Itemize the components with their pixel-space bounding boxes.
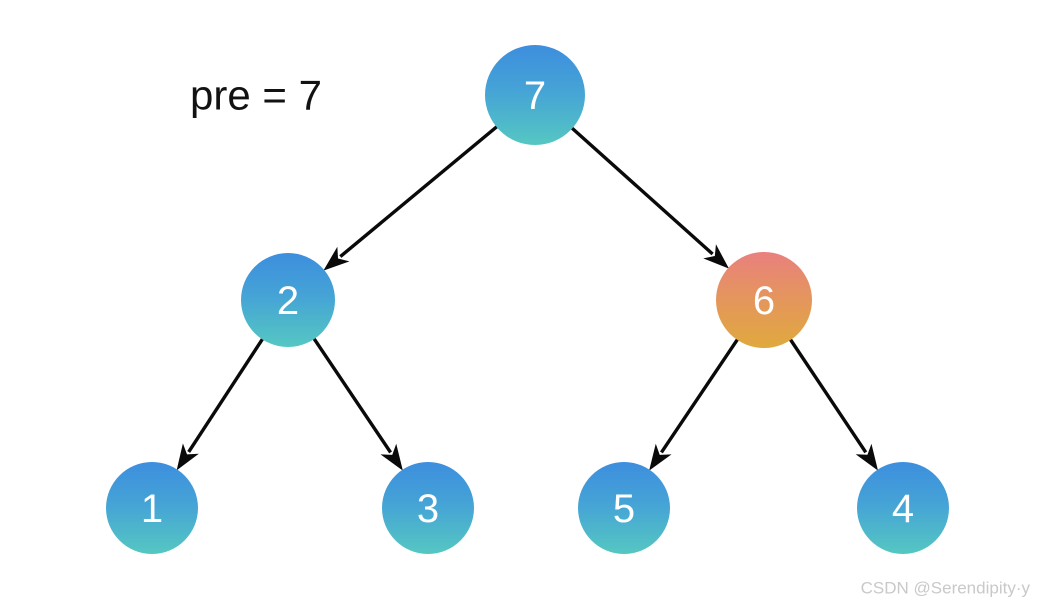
pre-value-annotation: pre = 7 [190, 72, 322, 119]
node-circle[interactable] [241, 253, 335, 347]
tree-node-4[interactable]: 4 [857, 462, 949, 554]
node-circle[interactable] [578, 462, 670, 554]
node-circle[interactable] [382, 462, 474, 554]
node-value-label: 5 [613, 487, 635, 531]
tree-node-3[interactable]: 3 [382, 462, 474, 554]
arrow-head-icon [176, 443, 199, 471]
tree-node-1[interactable]: 1 [106, 462, 198, 554]
node-circle[interactable] [485, 45, 585, 145]
node-circle[interactable] [106, 462, 198, 554]
node-value-label: 4 [892, 487, 914, 531]
tree-node-2[interactable]: 2 [241, 253, 335, 347]
arrow-head-icon [380, 443, 403, 471]
edge-layer [176, 124, 878, 471]
tree-edge-n6-n4 [788, 337, 878, 471]
edge-line [788, 337, 868, 454]
tree-edge-n6-n5 [649, 337, 740, 471]
arrow-head-icon [323, 246, 350, 271]
edge-line [339, 124, 500, 258]
csdn-watermark: CSDN @Serendipity·y [861, 579, 1031, 598]
tree-node-7[interactable]: 7 [485, 45, 585, 145]
arrow-head-icon [649, 443, 672, 471]
node-value-label: 1 [141, 487, 163, 531]
tree-edge-n7-n2 [323, 124, 500, 271]
node-value-label: 3 [417, 487, 439, 531]
node-circle[interactable] [857, 462, 949, 554]
node-value-label: 6 [753, 279, 775, 323]
node-value-label: 7 [524, 74, 546, 118]
arrow-head-icon [855, 443, 878, 471]
node-layer: 7 2 6 1 3 5 4 [106, 45, 949, 554]
tree-edge-n2-n1 [176, 336, 265, 471]
edge-line [569, 125, 714, 256]
arrow-head-icon [703, 244, 729, 269]
tree-edge-n2-n3 [311, 336, 403, 471]
edge-line [187, 336, 265, 453]
edge-line [311, 336, 393, 454]
edge-line [659, 337, 740, 454]
node-value-label: 2 [277, 279, 299, 323]
node-circle[interactable] [716, 252, 812, 348]
tree-edge-n7-n6 [569, 125, 729, 269]
tree-node-6[interactable]: 6 [716, 252, 812, 348]
tree-node-5[interactable]: 5 [578, 462, 670, 554]
